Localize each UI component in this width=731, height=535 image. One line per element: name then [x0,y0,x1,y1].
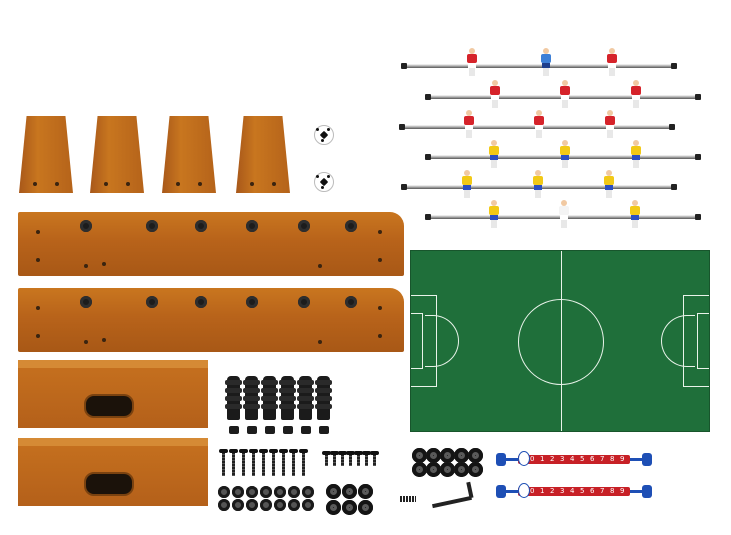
player-figure [534,110,544,138]
allen-key [432,495,472,509]
wall-anchor [297,376,314,420]
score-number: 7 [600,455,605,463]
wall-anchor [225,376,242,420]
table-leg [90,116,144,193]
score-number: 4 [570,487,575,495]
soccer-ball [314,125,334,145]
score-number: 6 [590,487,595,495]
goal-end-box [18,438,208,506]
player-figure [533,170,543,198]
player-figure [541,48,551,76]
score-counter: 0 1 2 3 4 5 6 7 8 9 [496,483,652,499]
player-figure [464,110,474,138]
table-leg [236,116,290,193]
score-number: 9 [620,487,625,495]
player-figure [560,140,570,168]
score-number: 5 [580,455,585,463]
score-number: 1 [540,455,545,463]
score-number: 2 [550,455,555,463]
player-rod [401,63,677,69]
side-panel [18,212,404,276]
table-leg [162,116,216,193]
score-number: 8 [610,455,615,463]
score-number: 4 [570,455,575,463]
side-panel [18,288,404,352]
wall-anchor [315,376,332,420]
wall-anchor [261,376,278,420]
player-figure [489,200,499,228]
player-figure [462,170,472,198]
score-number: 5 [580,487,585,495]
score-number: 2 [550,487,555,495]
playing-field [410,250,710,432]
player-figure [630,200,640,228]
player-figure [631,80,641,108]
player-figure [489,140,499,168]
score-number: 1 [540,487,545,495]
player-figure [490,80,500,108]
player-figure [631,140,641,168]
score-counter: 0 1 2 3 4 5 6 7 8 9 [496,451,652,467]
score-number: 7 [600,487,605,495]
player-figure [467,48,477,76]
score-number: 6 [590,455,595,463]
score-number: 8 [610,487,615,495]
player-figure [607,48,617,76]
score-number: 0 [530,455,535,463]
goal-end-box [18,360,208,428]
player-figure [604,170,614,198]
player-figure [559,200,569,228]
score-number: 3 [560,487,565,495]
score-number: 9 [620,455,625,463]
tiny-screws [400,496,416,502]
wall-anchor [243,376,260,420]
table-leg [19,116,73,193]
score-number: 3 [560,455,565,463]
score-number: 0 [530,487,535,495]
player-figure [605,110,615,138]
soccer-ball [314,172,334,192]
player-figure [560,80,570,108]
wall-anchor [279,376,296,420]
